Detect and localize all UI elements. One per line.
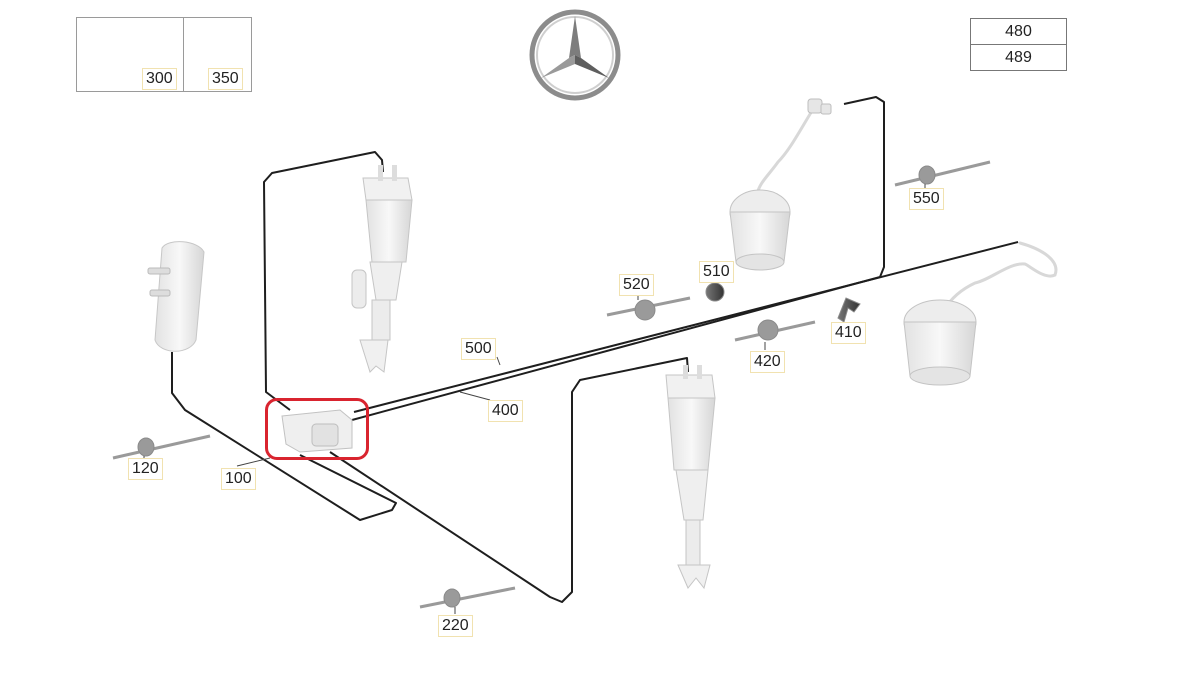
- rear-air-spring-lower: [903, 299, 977, 386]
- leader-lines: [143, 184, 926, 614]
- part-label-350: 350: [208, 68, 243, 90]
- line-rear-right-strut: [329, 357, 689, 603]
- line-400: [351, 96, 885, 421]
- part-label-420[interactable]: 420: [750, 351, 785, 373]
- part-label-520[interactable]: 520: [619, 274, 654, 296]
- line-front-left: [263, 151, 384, 411]
- part-label-300: 300: [142, 68, 177, 90]
- part-label-500[interactable]: 500: [461, 338, 496, 360]
- sensor-wires: [755, 104, 1058, 312]
- highlight-frame: [265, 398, 369, 460]
- part-label-410[interactable]: 410: [831, 322, 866, 344]
- bracket-clips: [112, 160, 991, 609]
- mercedes-star-logo: [529, 9, 621, 101]
- rear-air-spring-upper: [729, 189, 791, 271]
- line-reservoir: [171, 352, 397, 521]
- part-label-510[interactable]: 510: [699, 261, 734, 283]
- part-label-550[interactable]: 550: [909, 188, 944, 210]
- ref-number-480: 480: [1005, 23, 1032, 40]
- rear-air-strut: [665, 365, 716, 590]
- ref-number-489: 489: [971, 44, 1066, 70]
- inset-divider: [183, 18, 184, 91]
- part-label-120[interactable]: 120: [128, 458, 163, 480]
- sensor-plugs: [807, 98, 832, 115]
- front-air-strut: [351, 165, 413, 373]
- line-500: [353, 241, 1019, 413]
- reference-number-table: 480 489: [970, 18, 1067, 71]
- pressure-reservoir: [147, 241, 205, 352]
- air-lines: [171, 96, 1019, 603]
- part-label-400[interactable]: 400: [488, 400, 523, 422]
- part-label-100[interactable]: 100: [221, 468, 256, 490]
- part-label-220[interactable]: 220: [438, 615, 473, 637]
- valve-block: [281, 409, 353, 453]
